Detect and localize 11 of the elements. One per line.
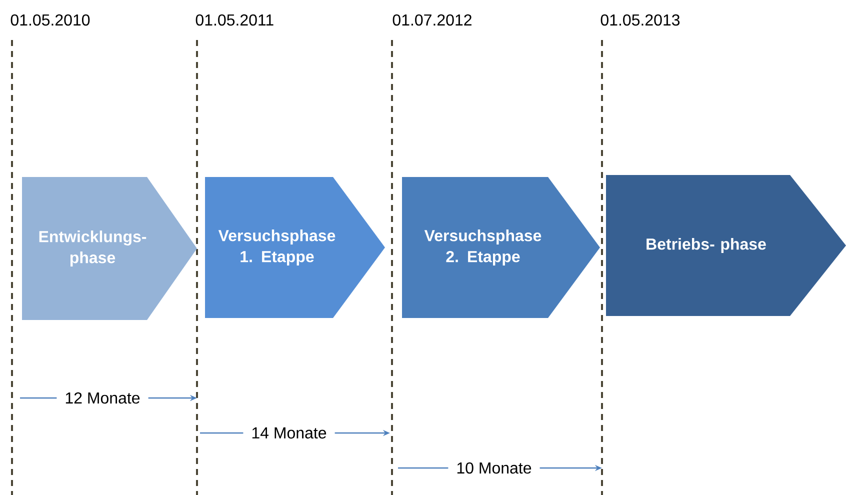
duration-label: 12 Monate xyxy=(56,390,148,406)
date-label: 01.05.2011 xyxy=(196,14,274,26)
chevron-box: Betriebs- phase xyxy=(606,175,846,316)
chevron-box: Entwicklungs- phase xyxy=(22,177,197,320)
chevron-box: Versuchsphase 2. Etappe xyxy=(402,177,600,318)
date-label: 01.07.2012 xyxy=(392,14,472,26)
duration-label: 10 Monate xyxy=(448,460,540,476)
chevron-box: Versuchsphase 1. Etappe xyxy=(205,177,385,318)
duration-label: 14 Monate xyxy=(243,425,335,441)
date-label: 01.05.2013 xyxy=(600,14,680,26)
date-label: 01.05.2010 xyxy=(10,14,90,26)
